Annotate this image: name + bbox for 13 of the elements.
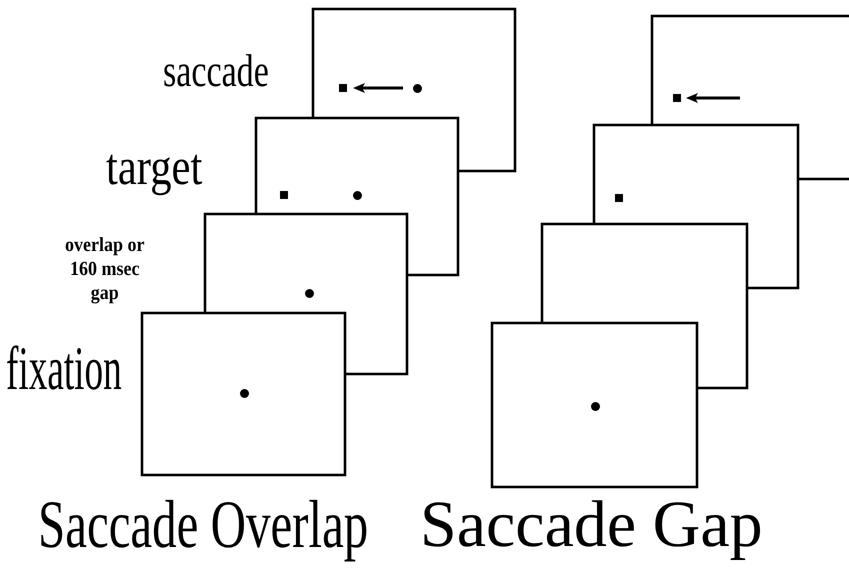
- screen-frame: [313, 9, 515, 171]
- screen-frame: [542, 224, 747, 388]
- condition-title: Saccade Gap: [420, 492, 763, 558]
- stage-label: saccade: [163, 48, 269, 94]
- stage-label: target: [106, 142, 202, 194]
- screen-frame: [492, 323, 697, 487]
- screen-frame: [205, 214, 407, 374]
- screen-frame: [652, 16, 849, 179]
- screen-frame: [142, 313, 345, 475]
- screen-frame: [256, 118, 458, 275]
- stage-label: overlap or 160 msec gap: [64, 233, 146, 305]
- stage-label: fixation: [6, 338, 122, 400]
- screen-frame: [594, 125, 798, 288]
